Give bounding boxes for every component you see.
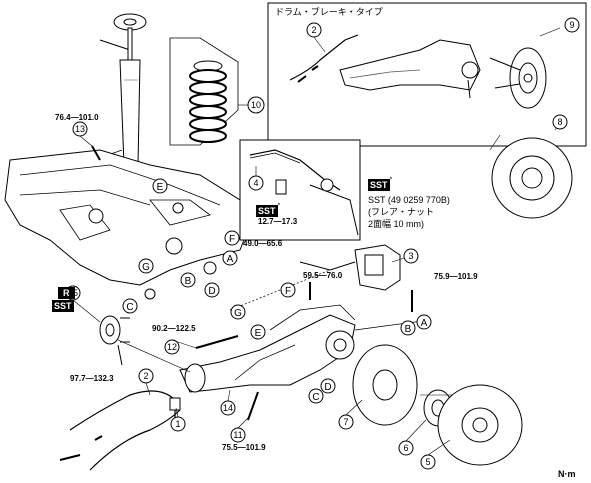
unit-label: N·m [558,469,576,479]
marker-g-1: G [138,258,154,274]
small-sst-asterisk: * [277,202,281,210]
part-6: 6 [398,440,414,456]
marker-label: C [126,302,133,313]
leader-lines [72,36,451,456]
svg-text:7: 7 [343,417,348,427]
part-11: 11 [230,427,246,443]
torque-13: 76.4—101.0 [55,113,99,122]
sst-note-line-1: SST (49 0259 770B) [368,195,450,205]
part-9: 9 [564,17,580,33]
sst-asterisk: * [389,176,393,184]
torque-3a: 49.0—65.6 [243,239,283,248]
small-sst-badge: SST [256,205,278,217]
brake-disc [437,384,523,466]
bolts [91,145,259,421]
svg-text:4: 4 [253,178,258,188]
marker-f-1: F [224,230,240,246]
marker-label: C [312,392,319,403]
marker-g-2: G [230,304,246,320]
marker-b-2: B [400,320,416,336]
svg-text:13: 13 [75,124,85,134]
part-2-inset: 2 [306,22,322,38]
svg-text:11: 11 [233,430,242,440]
svg-text:10: 10 [251,100,261,110]
part-10: 10 [247,96,265,114]
r-badge: R [58,284,75,300]
marker-e-2: E [250,324,266,340]
svg-text:1: 1 [175,419,180,429]
marker-label: F [285,286,291,297]
part-3: 3 [403,248,419,264]
marker-label: A [227,254,234,265]
svg-text:3: 3 [408,251,413,261]
svg-text:14: 14 [223,403,233,413]
brake-caliper [299,244,413,312]
part-5: 5 [420,454,436,470]
marker-label: G [142,262,150,273]
torque-3c: 75.9—101.9 [434,272,478,281]
marker-a-1: A [222,250,238,266]
marker-label: B [405,324,412,335]
marker-label: F [229,234,235,245]
svg-text:8: 8 [557,117,562,127]
coil-spring [169,37,252,146]
marker-label: B [185,276,192,287]
connection-markers: E F A G B C D F G E B A D C [122,178,432,404]
svg-text:5: 5 [425,457,430,467]
torque-12: 90.2—122.5 [152,324,196,333]
marker-label: E [157,182,164,193]
sst-note-line-2: (フレア・ナット [368,207,434,217]
marker-b-1: B [180,272,196,288]
part-14: 14 [220,400,236,416]
part-8: 8 [552,114,568,130]
torque-3b: 59.5—76.0 [303,271,343,280]
small-inset-sst: SST* [256,202,280,218]
flare-nut-inset [239,139,361,241]
part-2: 2 [138,368,154,384]
part-4: 4 [248,175,264,191]
marker-label: G [234,308,242,319]
abs-sensor-cable [59,390,181,471]
part-12: 12 [164,339,180,355]
marker-e-1: E [152,178,168,194]
marker-f-2: F [280,282,296,298]
svg-text:9: 9 [569,20,574,30]
marker-label: E [255,328,262,339]
svg-text:6: 6 [403,443,408,453]
trailing-arm [99,269,431,393]
part-13: 13 [72,121,88,137]
r-sst-badge: SST [52,300,74,312]
part-7: 7 [338,414,354,430]
sst-badge: SST [368,179,390,191]
sst-note-line-3: 2面幅 10 mm) [368,219,425,229]
torque-11: 75.5—101.9 [222,443,266,452]
marker-label: D [324,382,331,393]
svg-text:2: 2 [311,25,316,35]
marker-d-2: D [320,378,336,394]
part-1: 1 [170,416,186,432]
torque-15: 97.7—132.3 [70,374,114,383]
dust-shield [352,344,418,426]
svg-text:2: 2 [143,371,148,381]
inset-title: ドラム・ブレーキ・タイプ [275,7,383,17]
sst-note: SST* [368,176,392,192]
marker-label: A [421,318,428,329]
marker-d-1: D [204,282,220,298]
crossmember [4,149,251,300]
small-inset-torque: 12.7—17.3 [258,217,298,226]
marker-c-2: C [308,388,324,404]
drum-brake-inset [267,2,587,219]
marker-a-2: A [416,314,432,330]
svg-text:12: 12 [167,342,177,352]
marker-label: D [208,286,215,297]
marker-c-1: C [122,298,138,314]
